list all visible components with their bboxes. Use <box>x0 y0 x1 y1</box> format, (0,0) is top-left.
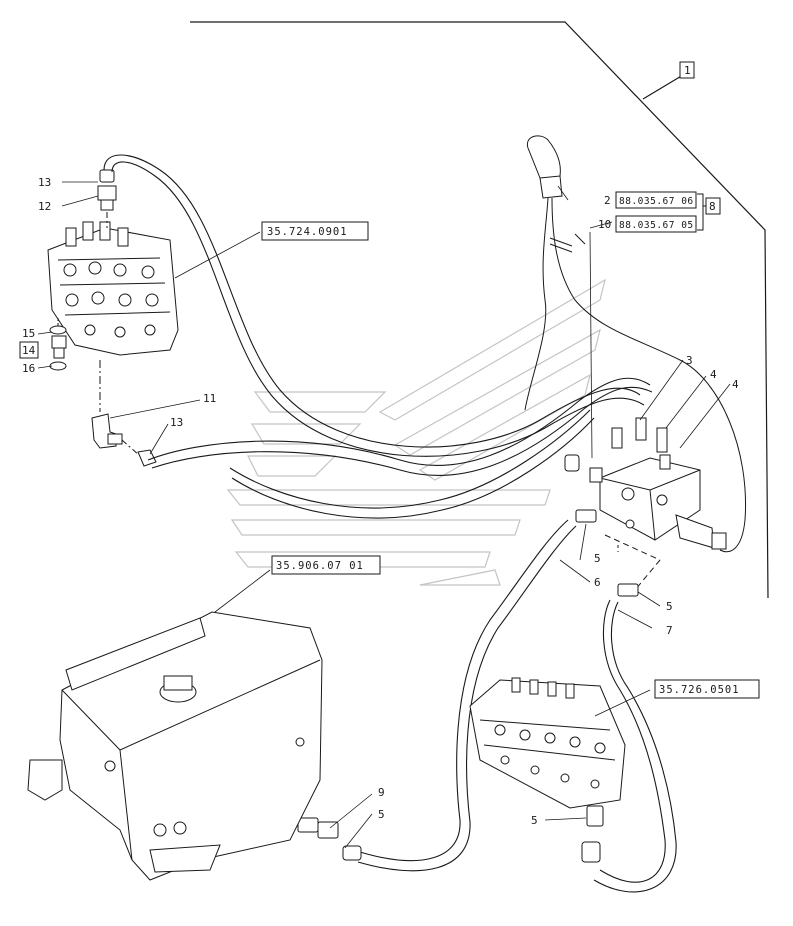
callout-1: 1 <box>684 64 691 77</box>
kit-frame-line <box>190 21 769 599</box>
callout-15: 15 <box>22 327 35 340</box>
ref-35-906-07-01: 35.906.07 01 <box>276 560 364 572</box>
right-control-valve <box>469 677 626 809</box>
callout-4-b: 4 <box>732 378 739 391</box>
ref-35-726-0501: 35.726.0501 <box>659 684 740 696</box>
callout-13-lower: 13 <box>170 416 183 429</box>
callout-5-c: 5 <box>378 808 385 821</box>
callout-4-a: 4 <box>710 368 717 381</box>
boxed-callouts: 1 8 14 <box>19 61 721 359</box>
callout-16: 16 <box>22 362 35 375</box>
upper-left-fittings <box>97 169 117 228</box>
watermark-logo <box>226 278 606 586</box>
callout-5-b: 5 <box>666 600 673 613</box>
callout-6: 6 <box>594 576 601 589</box>
leader-lines <box>37 181 731 849</box>
callout-5-a: 5 <box>594 552 601 565</box>
elbow-fitting-11 <box>91 360 157 467</box>
tractor-body-outline <box>27 611 323 881</box>
hydraulic-hoses <box>103 154 677 893</box>
ref-88-035-67-05: 88.035.67 05 <box>619 220 694 231</box>
callout-13-upper: 13 <box>38 176 51 189</box>
callout-2: 2 <box>604 194 611 207</box>
callout-3: 3 <box>686 354 693 367</box>
callout-9: 9 <box>378 786 385 799</box>
callout-12: 12 <box>38 200 51 213</box>
ref-88-035-67-06: 88.035.67 06 <box>619 196 694 207</box>
joystick-valve-block <box>564 417 727 591</box>
left-fitting-14 <box>49 318 67 371</box>
callout-5-d: 5 <box>531 814 538 827</box>
callout-11: 11 <box>203 392 216 405</box>
reference-boxes: 35.724.0901 35.906.07 01 35.726.0501 88.… <box>261 191 760 699</box>
callout-14: 14 <box>22 344 36 357</box>
callout-labels: 13 12 15 16 11 13 2 10 3 4 4 5 6 5 7 9 5… <box>22 176 739 827</box>
adapter-fittings-5 <box>297 509 639 863</box>
joystick-assembly <box>524 135 747 553</box>
callout-10: 10 <box>598 218 611 231</box>
ref-35-724-0901: 35.724.0901 <box>267 226 348 238</box>
callout-8: 8 <box>709 200 716 213</box>
callout-7: 7 <box>666 624 673 637</box>
left-control-valve <box>47 221 179 356</box>
